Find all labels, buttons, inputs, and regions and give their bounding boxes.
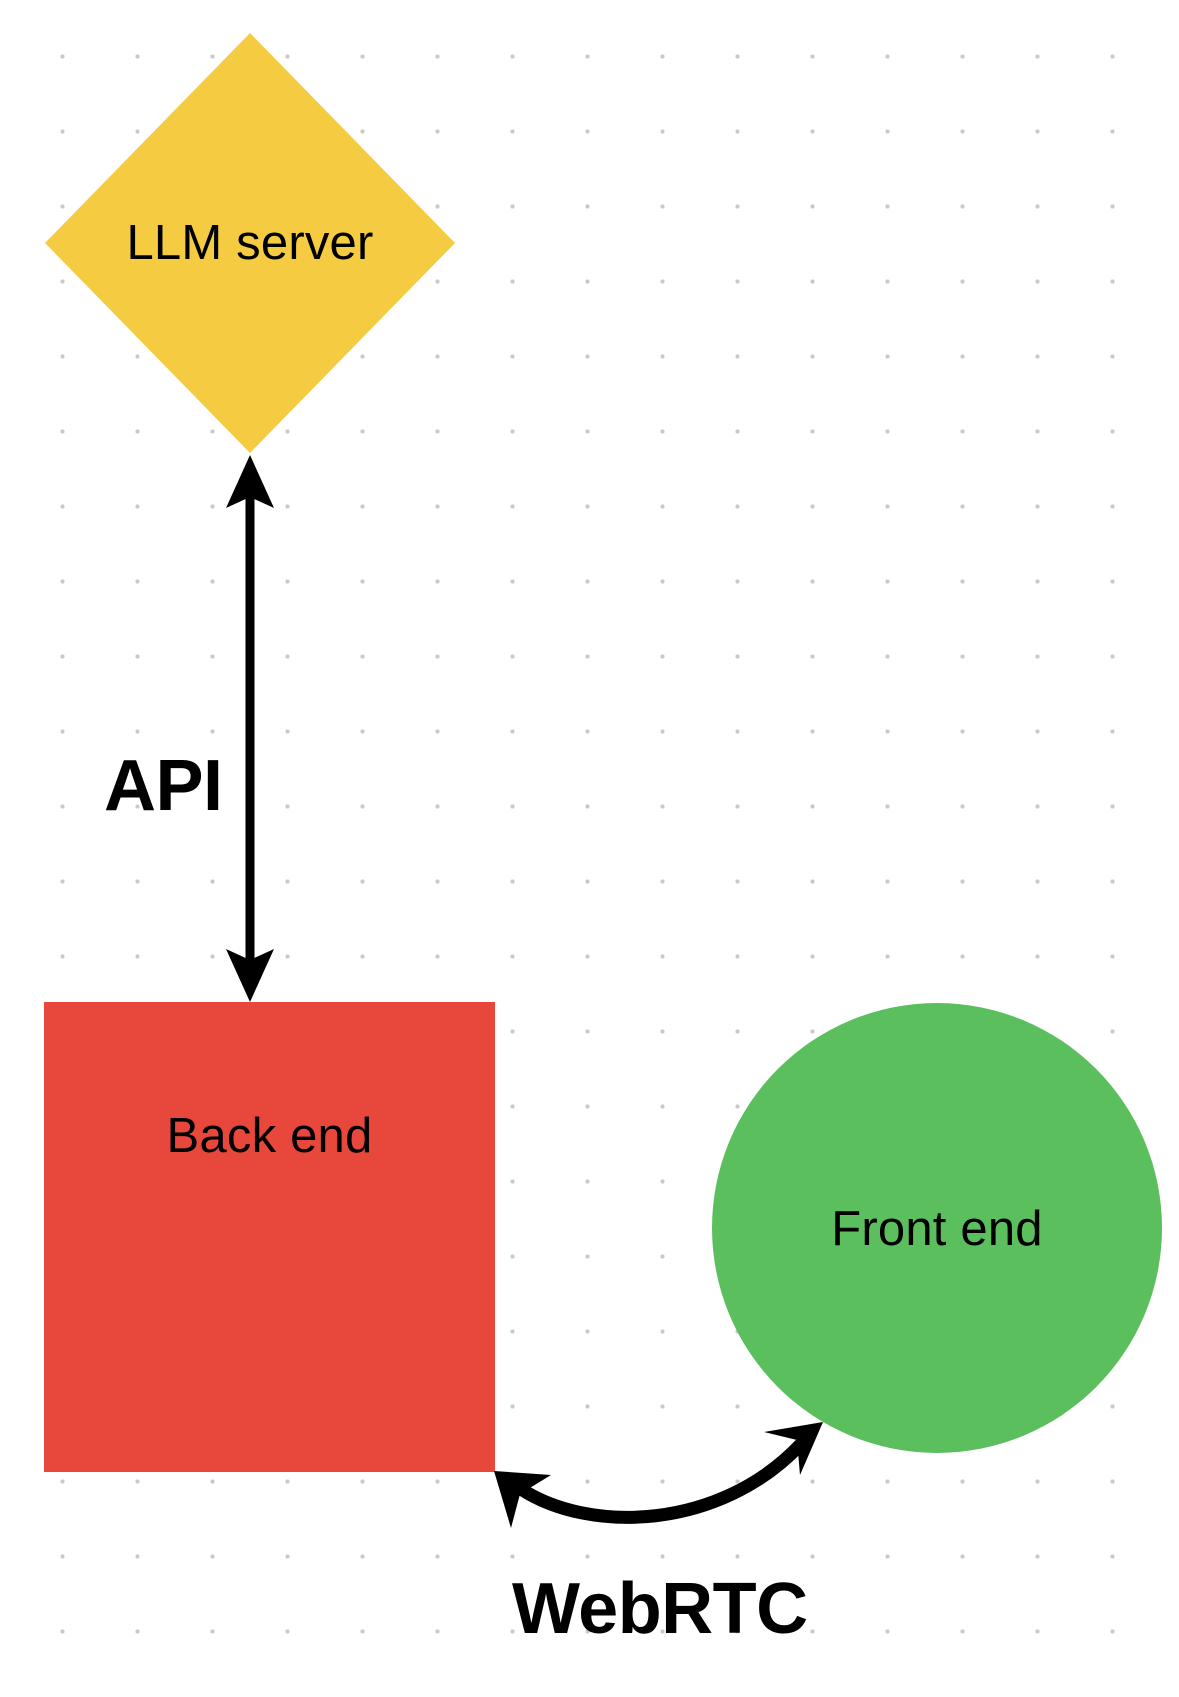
node-shape-back-end[interactable]: [44, 1002, 495, 1472]
node-label-back-end: Back end: [166, 1109, 373, 1163]
arrowhead-left-icon: [494, 1471, 551, 1528]
arrowhead-up-icon: [226, 455, 274, 508]
edge-webrtc-arrow[interactable]: [494, 1422, 823, 1528]
node-shape-front-end[interactable]: [712, 1003, 1162, 1453]
arrowhead-down-icon: [226, 949, 274, 1002]
node-label-front-end: Front end: [831, 1202, 1043, 1256]
node-label-llm-server: LLM server: [126, 216, 374, 270]
arrowhead-right-icon: [764, 1422, 823, 1475]
edge-label-api: API: [104, 746, 223, 826]
edge-label-webrtc: WebRTC: [512, 1569, 808, 1649]
node-shape-llm-server[interactable]: [45, 33, 455, 453]
edge-api-arrow[interactable]: [226, 455, 274, 1002]
